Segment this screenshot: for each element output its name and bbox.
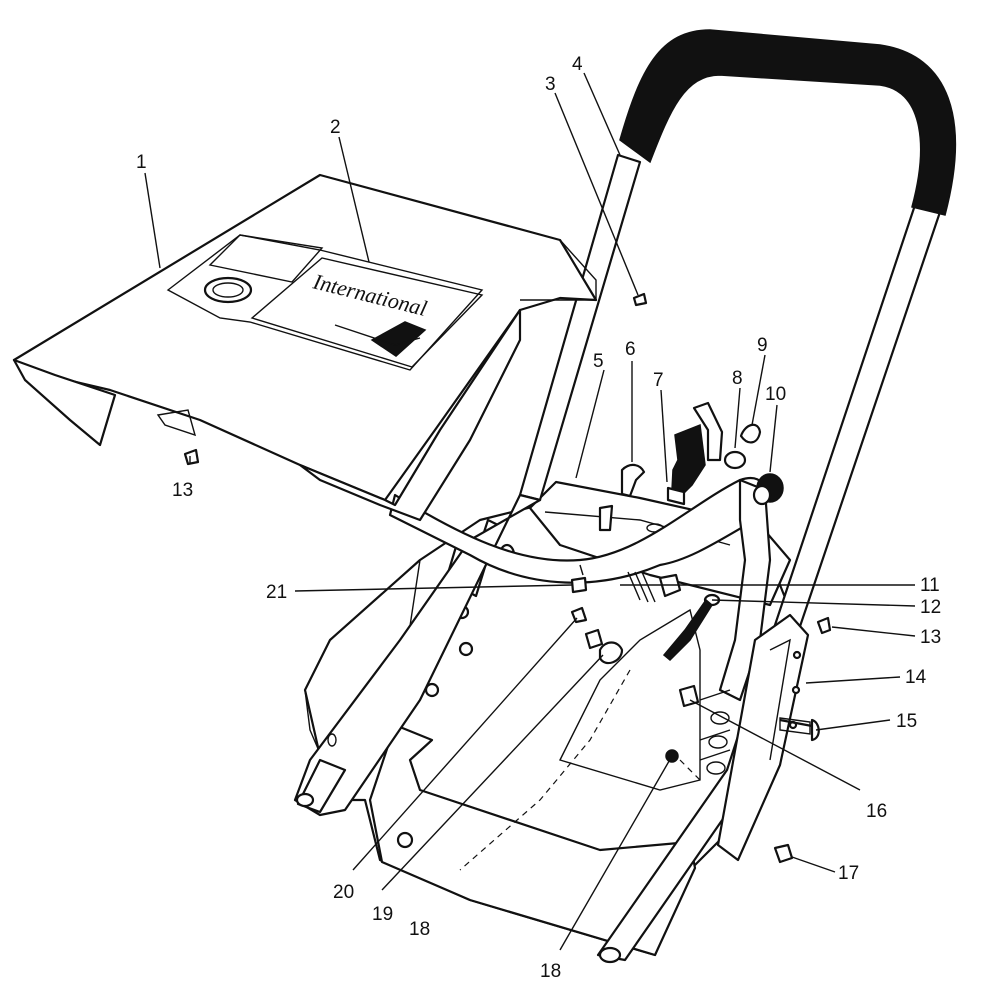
callout-11: 11 — [920, 575, 940, 596]
hood-shroud: International — [12, 173, 598, 522]
side-panel — [699, 613, 810, 862]
assembly-dashed-lines — [459, 669, 701, 871]
callout-17: 17 — [838, 863, 859, 884]
callout-labels: 1 2 3 4 5 6 7 8 9 10 11 12 13 13 14 15 1… — [136, 54, 941, 982]
screw-13-right — [816, 616, 832, 635]
callout-13-left: 13 — [172, 480, 193, 501]
callout-7: 7 — [653, 370, 664, 391]
hardware-parts — [183, 292, 832, 864]
bolt-15 — [779, 718, 820, 742]
callout-15: 15 — [896, 711, 917, 732]
leader-lines — [144, 72, 916, 951]
callout-4: 4 — [572, 54, 583, 75]
cap-19 — [598, 641, 624, 665]
bracket — [692, 401, 724, 462]
callout-6: 6 — [625, 339, 636, 360]
callout-10: 10 — [765, 384, 786, 405]
callout-21: 21 — [266, 582, 287, 603]
brand-emblem — [370, 321, 427, 357]
clip-16 — [678, 684, 700, 708]
knob-6 — [620, 463, 646, 498]
callout-3: 3 — [545, 74, 556, 95]
callout-5: 5 — [593, 351, 604, 372]
nut-21 — [570, 576, 588, 594]
callout-12: 12 — [920, 597, 941, 618]
bolt-20 — [570, 606, 588, 624]
callout-16: 16 — [866, 801, 887, 822]
handle — [293, 29, 956, 964]
callout-19: 19 — [372, 904, 393, 925]
screw-17 — [773, 843, 794, 864]
screw-13-left — [183, 448, 200, 466]
ignition-7 — [671, 423, 706, 496]
washer-8 — [723, 450, 747, 470]
bolt-3 — [632, 292, 648, 307]
callout-8: 8 — [732, 368, 743, 389]
callout-20: 20 — [333, 882, 354, 903]
callout-18-right: 18 — [540, 961, 561, 982]
callout-9: 9 — [757, 335, 768, 356]
callout-13-right: 13 — [920, 627, 941, 648]
callout-18-left: 18 — [409, 919, 430, 940]
callout-1: 1 — [136, 152, 147, 173]
callout-2: 2 — [330, 117, 341, 138]
key-9 — [739, 423, 762, 444]
callout-14: 14 — [905, 667, 927, 688]
